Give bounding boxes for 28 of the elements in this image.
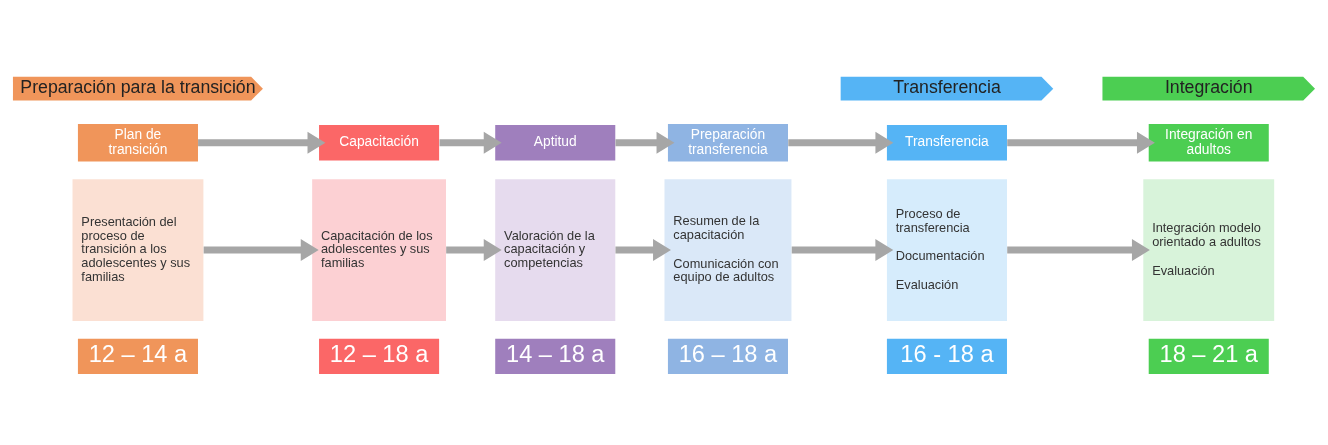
arrow xyxy=(615,131,675,154)
node-box: Resumen de la capacitación Comunicación con equipo de adultos xyxy=(664,179,792,321)
node-box: Preparación transferencia xyxy=(667,124,788,162)
node-box: 16 – 18 a xyxy=(667,338,788,375)
arrow xyxy=(439,131,502,154)
node-box: Valoración de la capacitación y competencias xyxy=(495,179,616,321)
arrow xyxy=(203,239,319,262)
node-box: Integración modelo orientado a adultos Evaluación xyxy=(1143,179,1275,321)
node-box: 12 – 18 a xyxy=(319,338,440,375)
arrow xyxy=(1007,131,1155,154)
node-box: 16 - 18 a xyxy=(886,338,1007,375)
arrow xyxy=(446,239,502,262)
arrow xyxy=(198,131,326,154)
node-box: Transferencia xyxy=(886,125,1007,161)
node-box: 18 – 21 a xyxy=(1148,338,1269,375)
arrow xyxy=(1007,239,1150,262)
node-box: Capacitación de los adolescentes y sus familias xyxy=(312,179,446,321)
node-box: 12 – 14 a xyxy=(77,338,198,375)
node-box: 14 – 18 a xyxy=(495,338,616,375)
node-box: Proceso de transferencia Documentación Evaluación xyxy=(886,179,1007,321)
node-box: Integración en adultos xyxy=(1148,124,1269,162)
node-box: Plan de transición xyxy=(77,124,198,162)
arrow xyxy=(615,239,671,262)
node-box: Presentación del proceso de transición a los adolescentes y sus familias xyxy=(72,179,204,321)
arrow xyxy=(788,131,894,154)
node-box: Aptitud xyxy=(495,125,616,161)
node-box: Capacitación xyxy=(319,125,440,161)
arrow xyxy=(791,239,894,262)
